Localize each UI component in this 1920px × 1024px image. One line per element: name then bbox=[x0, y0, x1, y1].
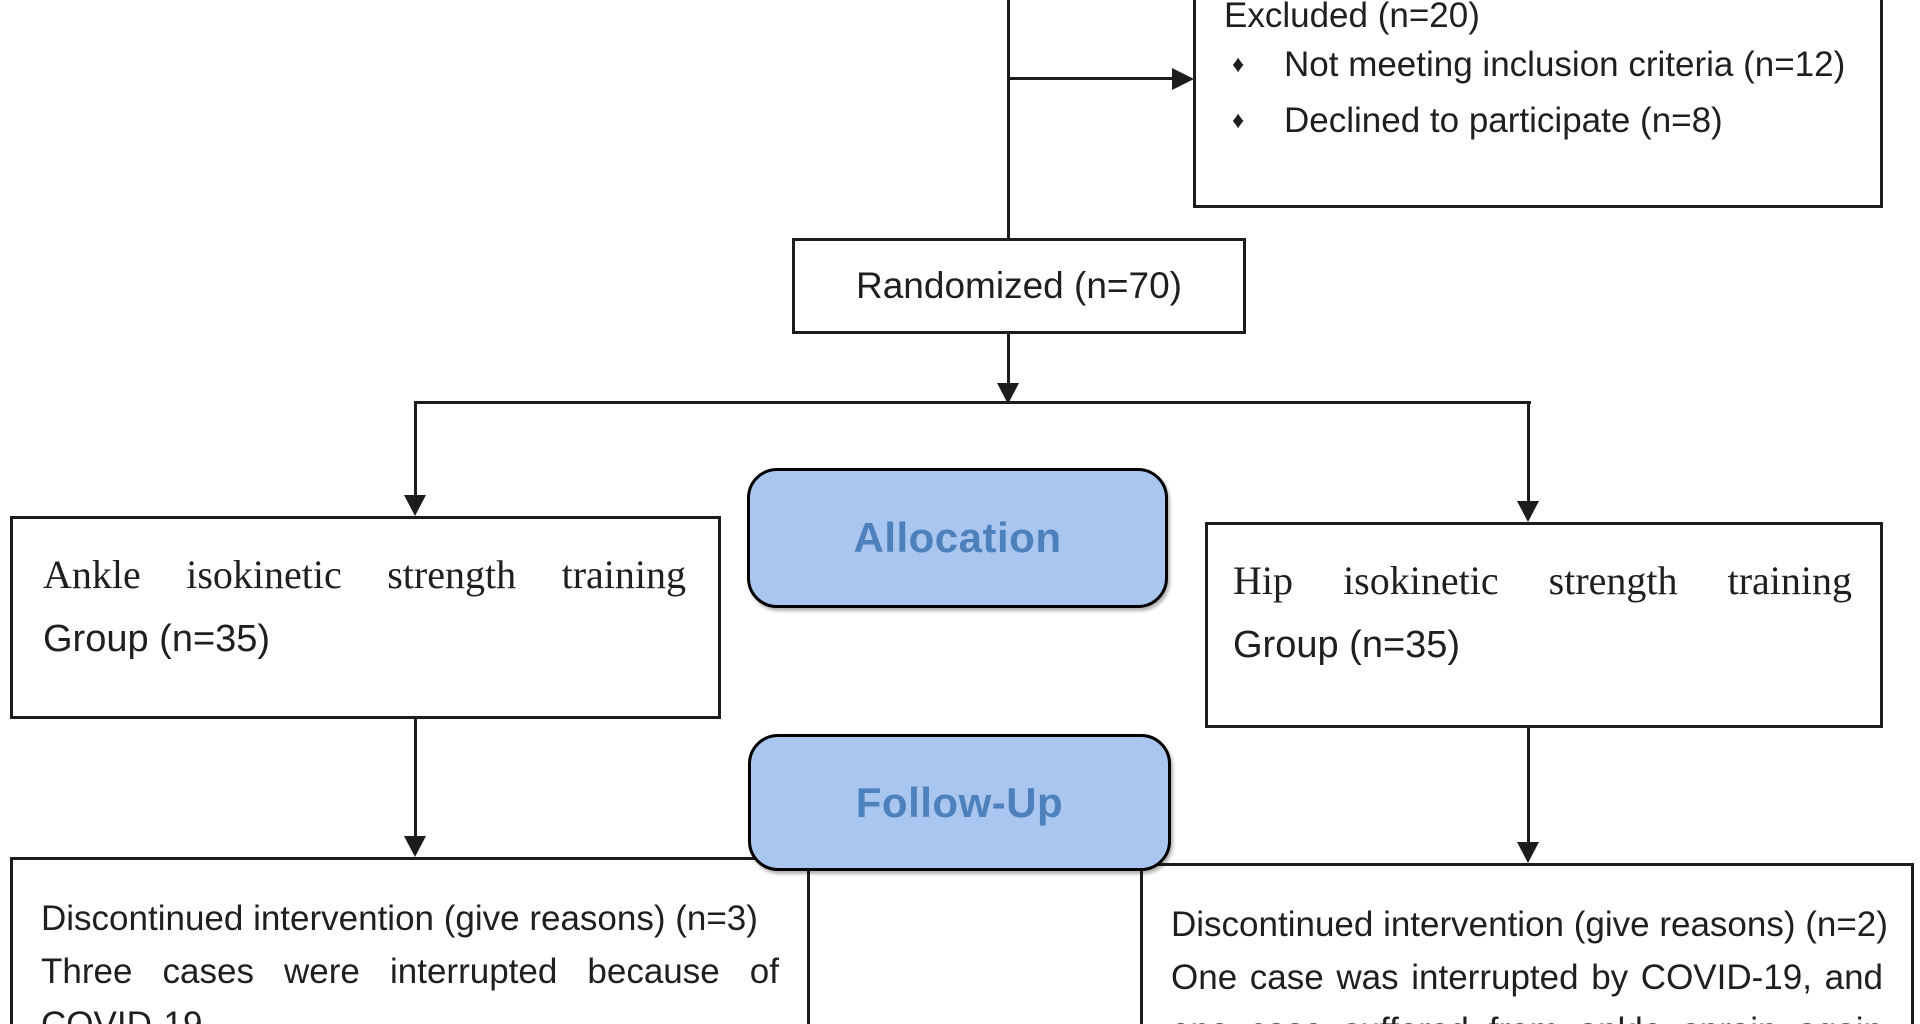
discontinued-right-box: Discontinued intervention (give reasons)… bbox=[1140, 863, 1914, 1024]
diamond-bullet-icon: ♦ bbox=[1232, 51, 1245, 78]
arrowhead-down-split-icon bbox=[997, 383, 1019, 404]
ankle-group-box: Ankle isokinetic strength training Group… bbox=[10, 516, 721, 719]
discontinued-left-line1: Discontinued intervention (give reasons)… bbox=[41, 899, 758, 938]
excluded-bullet-1-text: Not meeting inclusion criteria (n=12) bbox=[1284, 45, 1846, 84]
flow-line-randomized-down bbox=[1007, 332, 1010, 386]
allocation-label: Allocation bbox=[853, 514, 1062, 561]
discontinued-left-line2: Three cases were interrupted because of bbox=[41, 952, 779, 991]
flow-line-top bbox=[1007, 0, 1010, 239]
arrowhead-down-right-group-icon bbox=[1517, 501, 1539, 522]
discontinued-left-line3: COVID-19 bbox=[41, 998, 779, 1024]
flow-line-split bbox=[414, 401, 1531, 404]
excluded-bullet-row-2: ♦ Declined to participate (n=8) bbox=[1232, 95, 1723, 147]
hip-group-box: Hip isokinetic strength training Group (… bbox=[1205, 522, 1883, 728]
followup-stage-box: Follow-Up bbox=[748, 734, 1171, 871]
ankle-group-line1: Ankle isokinetic strength training bbox=[43, 552, 686, 597]
arrowhead-down-left-group-icon bbox=[404, 495, 426, 516]
diamond-bullet-icon: ♦ bbox=[1232, 107, 1245, 134]
excluded-title: Excluded (n=20) bbox=[1224, 0, 1480, 35]
flow-line-right-followup bbox=[1527, 726, 1530, 845]
flow-line-excluded-stem bbox=[1007, 77, 1177, 80]
arrowhead-down-right-followup-icon bbox=[1517, 842, 1539, 863]
discontinued-right-line2: One case was interrupted by COVID-19, an… bbox=[1171, 958, 1883, 997]
ankle-group-line2: Group (n=35) bbox=[43, 618, 271, 660]
flow-line-left-followup bbox=[414, 717, 417, 839]
randomized-box: Randomized (n=70) bbox=[792, 238, 1246, 334]
excluded-box: Excluded (n=20) ♦ Not meeting inclusion … bbox=[1193, 0, 1883, 208]
discontinued-right-line1: Discontinued intervention (give reasons)… bbox=[1171, 905, 1888, 944]
randomized-label: Randomized (n=70) bbox=[856, 265, 1182, 306]
flow-line-right-drop bbox=[1527, 401, 1530, 504]
flow-line-left-drop bbox=[414, 401, 417, 498]
followup-label: Follow-Up bbox=[855, 778, 1064, 826]
excluded-bullet-row-1: ♦ Not meeting inclusion criteria (n=12) bbox=[1232, 39, 1845, 91]
discontinued-right-line3: one case suffered from ankle sprain agai… bbox=[1171, 1004, 1883, 1024]
excluded-bullet-2-text: Declined to participate (n=8) bbox=[1284, 101, 1723, 140]
hip-group-line1: Hip isokinetic strength training bbox=[1233, 558, 1852, 603]
arrowhead-down-left-followup-icon bbox=[404, 836, 426, 857]
allocation-stage-box: Allocation bbox=[747, 468, 1168, 608]
discontinued-left-box: Discontinued intervention (give reasons)… bbox=[10, 857, 810, 1024]
hip-group-line2: Group (n=35) bbox=[1233, 624, 1461, 666]
arrowhead-right-excluded-icon bbox=[1172, 68, 1194, 90]
